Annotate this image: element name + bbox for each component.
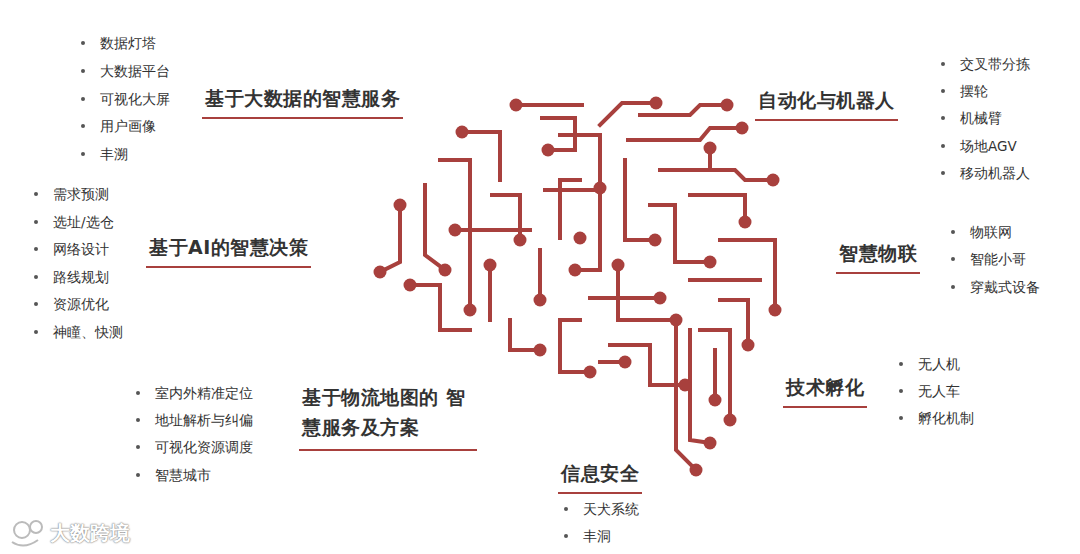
bullet-item: 智能小哥 (970, 250, 1026, 268)
bullet-item: 无人车 (918, 382, 960, 400)
bullet-item: 地址解析与纠偏 (155, 411, 253, 429)
bullet-item: 无人机 (918, 355, 960, 373)
bullet-item: 大数据平台 (100, 62, 170, 80)
bullet-item: 丰溯 (100, 145, 128, 163)
bullet-item: 天犬系统 (583, 500, 639, 518)
bullet-item: 丰洞 (583, 527, 611, 545)
bullet-item: 室内外精准定位 (155, 384, 253, 402)
bullet-item: 数据灯塔 (100, 34, 156, 52)
bullet-item: 摆轮 (960, 82, 988, 100)
bullet-item: 选址/选仓 (53, 213, 114, 231)
section-heading: 基于物流地图的 智慧服务及方案 (299, 382, 477, 451)
bullet-item: 需求预测 (53, 185, 109, 203)
section-heading: 基于大数据的智慧服务 (202, 86, 403, 119)
bullet-item: 移动机器人 (960, 164, 1030, 182)
bullet-item: 智慧城市 (155, 466, 211, 484)
section-heading: 智慧物联 (836, 241, 920, 274)
bullet-item: 交叉带分拣 (960, 55, 1030, 73)
section-heading: 基于AI的智慧决策 (146, 235, 311, 268)
bullet-item: 神瞳、快测 (53, 323, 123, 341)
bullet-item: 穿戴式设备 (970, 278, 1040, 296)
watermark: 大数跨境 (50, 521, 130, 545)
bullet-item: 可视化资源调度 (155, 438, 253, 456)
bullet-item: 场地AGV (960, 137, 1017, 155)
bullet-item: 路线规划 (53, 268, 109, 286)
section-heading: 技术孵化 (783, 375, 867, 408)
section-heading: 信息安全 (558, 461, 642, 494)
bullet-item: 资源优化 (53, 295, 109, 313)
bullet-item: 可视化大屏 (100, 90, 170, 108)
section-heading: 自动化与机器人 (755, 88, 898, 121)
bullet-item: 用户画像 (100, 117, 156, 135)
bullet-item: 孵化机制 (918, 409, 974, 427)
bullet-item: 物联网 (970, 223, 1012, 241)
bullet-item: 网络设计 (53, 240, 109, 258)
bullet-item: 机械臂 (960, 109, 1002, 127)
